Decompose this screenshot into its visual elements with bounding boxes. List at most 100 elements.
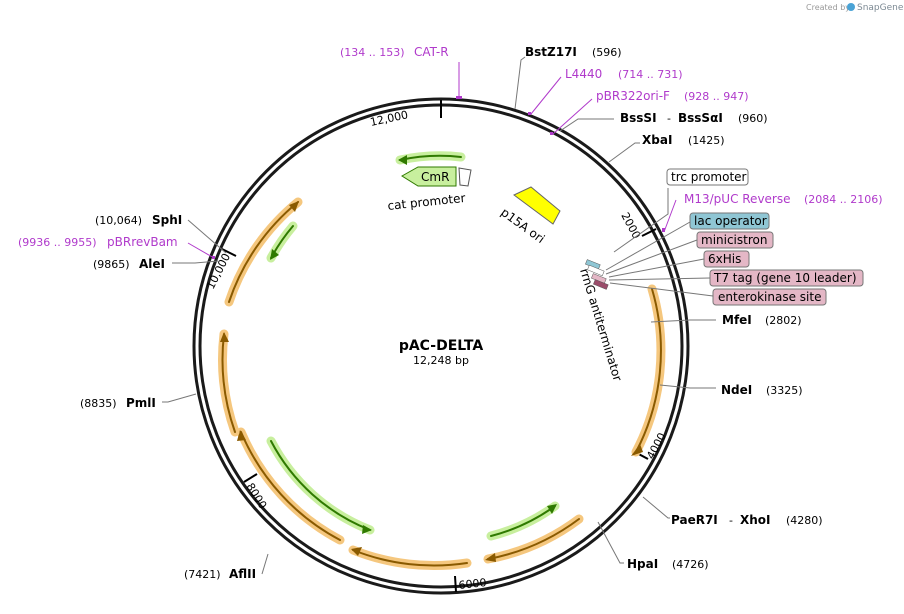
primer-mark-cat-r <box>456 96 462 99</box>
primer-name-l4440: L4440 <box>565 67 602 81</box>
enzyme-name-xbai: XbaI <box>642 133 672 147</box>
watermark-prefix: Created by <box>806 3 850 12</box>
orf-arc-left <box>218 329 240 437</box>
p15a-ori-feature: p15A ori <box>498 186 561 246</box>
primer-mark-m13 <box>662 228 665 232</box>
enzyme-labels: BstZ17I (596) BssSI - BssSαI (960) XbaI … <box>80 45 823 581</box>
plasmid-center-label: pAC-DELTA 12,248 bp <box>399 338 484 367</box>
cmr-arrow-shape <box>401 166 457 187</box>
leader-6xhis <box>608 258 705 278</box>
primer-mark-pbr322ori-f <box>550 132 553 135</box>
feature-label-cat-promoter: cat promoter <box>387 191 466 213</box>
enzyme-pos-alei: (9865) <box>93 258 130 271</box>
enzyme-name-pmli: PmlI <box>126 396 156 410</box>
feature-label-cmr: CmR <box>421 170 449 184</box>
orf-left-arrowhead <box>220 332 229 342</box>
cat-promoter-shape <box>458 167 472 187</box>
orf-bottom-arrowhead <box>351 547 362 556</box>
plasmid-name: pAC-DELTA <box>399 338 484 354</box>
orf-features <box>218 197 666 571</box>
enzyme-name-sphi: SphI <box>152 213 182 227</box>
snapgene-logo-icon <box>847 3 855 11</box>
feature-label-minicistron: minicistron <box>701 233 767 247</box>
enzyme-name-hpai: HpaI <box>627 557 658 571</box>
feature-label-trc-promoter: trc promoter <box>671 170 747 184</box>
enzyme-pos-bsssi: (960) <box>738 112 768 125</box>
primer-pos-l4440: (714 .. 731) <box>618 68 683 81</box>
orf-upper-left-arrowhead <box>289 201 299 212</box>
enterokinase-site-box <box>712 288 827 306</box>
green-features <box>266 151 560 541</box>
enzyme-sep-paer7i: - <box>729 514 733 527</box>
primer-name-pbr322ori-f: pBR322ori-F <box>596 89 670 103</box>
enzyme-name-ndei: NdeI <box>721 383 752 397</box>
primer-mark-pbrrevbam <box>212 256 215 259</box>
cmr-top-arc <box>395 151 466 165</box>
enzyme-name-alei: AleI <box>139 257 165 271</box>
enzyme-name-bsssi: BssSI <box>620 111 657 125</box>
primer-mark-l4440 <box>528 112 531 115</box>
minicistron-box <box>696 231 774 249</box>
primer-marks <box>212 96 665 259</box>
leader-hpai <box>597 521 624 564</box>
enzyme-name-paer7i: PaeR7I <box>671 513 718 527</box>
primer-line-l4440 <box>530 76 562 115</box>
primer-labels: (134 .. 153) CAT-R L4440 (714 .. 731) pB… <box>18 45 883 249</box>
enzyme-name-xhoi: XhoI <box>740 513 771 527</box>
orf-arc-right <box>631 284 666 457</box>
leader-xbai <box>608 142 640 163</box>
primer-name-m13-puc-reverse: M13/pUC Reverse <box>684 192 791 206</box>
enzyme-name-bstz17i: BstZ17I <box>525 45 577 59</box>
enzyme-pos-paer7i: (4280) <box>786 514 823 527</box>
enzyme-pos-bstz17i: (596) <box>592 46 622 59</box>
lac-operator-box <box>689 212 770 230</box>
leader-t7-tag <box>608 277 711 281</box>
enzyme-pos-sphi: (10,064) <box>95 214 142 227</box>
small-features-cluster: rrnG antiterminator <box>577 259 625 383</box>
backbone-outer <box>192 97 690 595</box>
enzyme-pos-ndei: (3325) <box>766 384 803 397</box>
primer-name-cat-r: CAT-R <box>414 45 449 59</box>
leader-enterokinase <box>609 282 714 297</box>
leader-lines <box>162 56 716 575</box>
green-arc-bottom <box>486 501 560 541</box>
leader-aflii <box>261 553 269 575</box>
primer-line-m13 <box>663 199 677 233</box>
enzyme-name-bsssai: BssSαI <box>678 111 723 125</box>
primer-line-pbr322ori-f <box>552 98 593 135</box>
leader-lac-operator <box>605 221 691 271</box>
orf-arc-bottom-right <box>483 514 584 564</box>
leader-bsssi <box>559 118 614 132</box>
tick-label-6000: 6000 <box>458 576 487 592</box>
primer-pos-pbrrevbam: (9936 .. 9955) <box>18 236 97 249</box>
orf-bottom-right-arrowhead <box>485 553 496 562</box>
leader-sphi <box>187 219 227 254</box>
feature-label-t7-tag: T7 tag (gene 10 leader) <box>713 271 857 285</box>
enzyme-pos-pmli: (8835) <box>80 397 117 410</box>
green-arc-upper-left <box>266 221 298 263</box>
tick-label-2000: 2000 <box>618 210 643 241</box>
primer-pos-pbr322ori-f: (928 .. 947) <box>684 90 749 103</box>
primer-lines <box>187 62 677 259</box>
leader-bstz17i <box>514 56 526 110</box>
leader-minicistron <box>605 239 698 275</box>
feature-label-lac-operator: lac operator <box>694 214 767 228</box>
primer-pos-cat-r: (134 .. 153) <box>340 46 405 59</box>
tick-8000 <box>243 473 258 483</box>
watermark-brand: SnapGene <box>857 3 904 13</box>
t7-tag-box <box>709 269 864 287</box>
green-arc-lower-left <box>266 436 375 535</box>
enzyme-pos-xbai: (1425) <box>688 134 725 147</box>
tick-2000 <box>641 228 657 237</box>
6xhis-box <box>703 250 750 268</box>
enzyme-name-mfei: MfeI <box>722 313 752 327</box>
enzyme-sep-bsssi: - <box>667 112 671 125</box>
primer-name-pbrrevbam: pBRrevBam <box>107 235 178 249</box>
leader-pmli <box>162 393 197 403</box>
enzyme-name-aflii: AflII <box>229 567 256 581</box>
tick-label-8000: 8000 <box>243 481 269 512</box>
leader-trc-promoter <box>613 188 669 253</box>
leader-paer7i <box>642 496 670 519</box>
small-feature-2 <box>587 264 605 277</box>
